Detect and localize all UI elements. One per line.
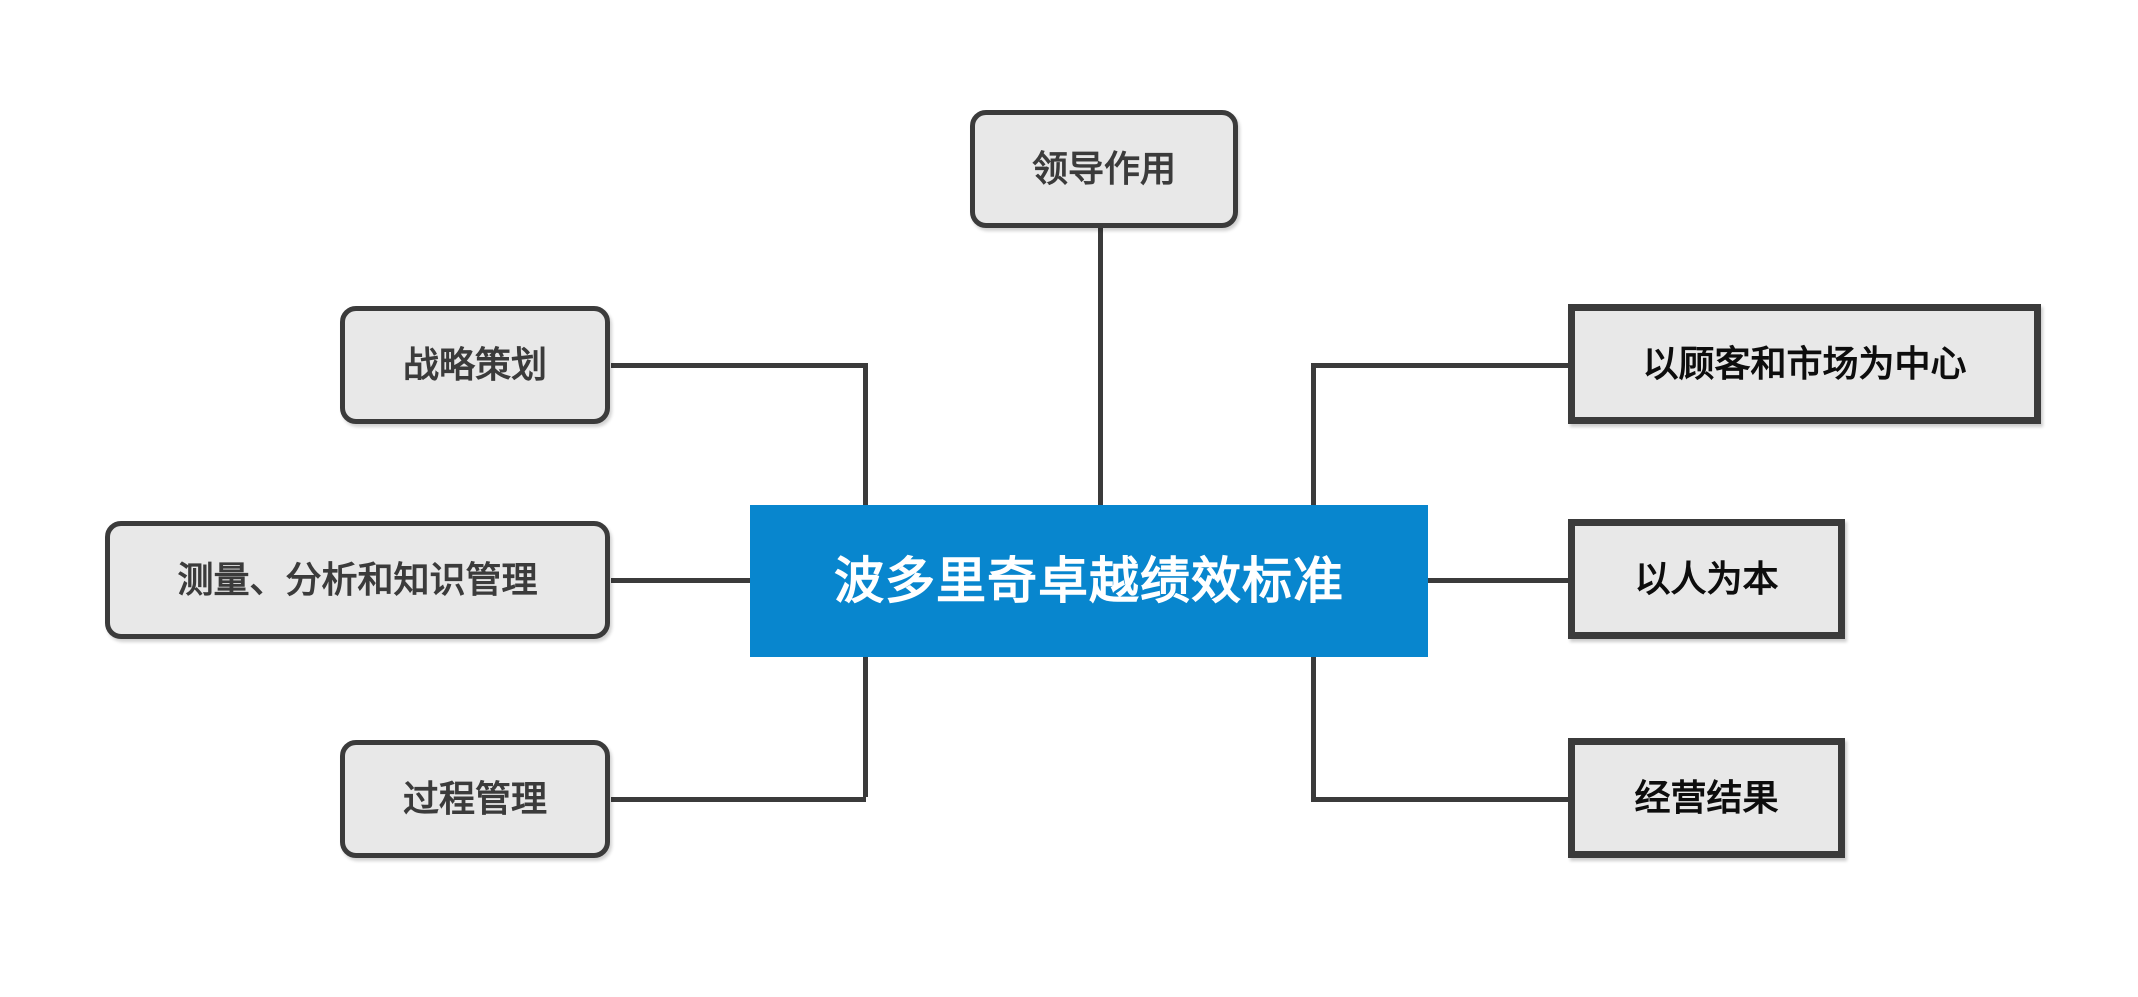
connector-left-arm-1 — [611, 363, 866, 368]
connector-right-arm-3 — [1311, 797, 1569, 802]
node-top-leadership[interactable]: 领导作用 — [970, 110, 1238, 228]
connector-left-arm-2 — [611, 578, 866, 583]
node-left-measurement-analysis-knowledge[interactable]: 测量、分析和知识管理 — [105, 521, 610, 639]
node-right-customer-market-focus[interactable]: 以顾客和市场为中心 — [1568, 304, 2041, 424]
node-right-business-results[interactable]: 经营结果 — [1568, 738, 1845, 858]
connector-right-arm-2 — [1311, 578, 1569, 583]
node-left-process-management[interactable]: 过程管理 — [340, 740, 610, 858]
connector-top-vertical — [1098, 226, 1103, 508]
connector-right-arm-1 — [1311, 363, 1569, 368]
node-right-people-oriented[interactable]: 以人为本 — [1568, 519, 1845, 639]
connector-left-arm-3 — [611, 797, 866, 802]
node-center-baldrige-criteria[interactable]: 波多里奇卓越绩效标准 — [750, 505, 1428, 657]
node-left-strategy[interactable]: 战略策划 — [340, 306, 610, 424]
